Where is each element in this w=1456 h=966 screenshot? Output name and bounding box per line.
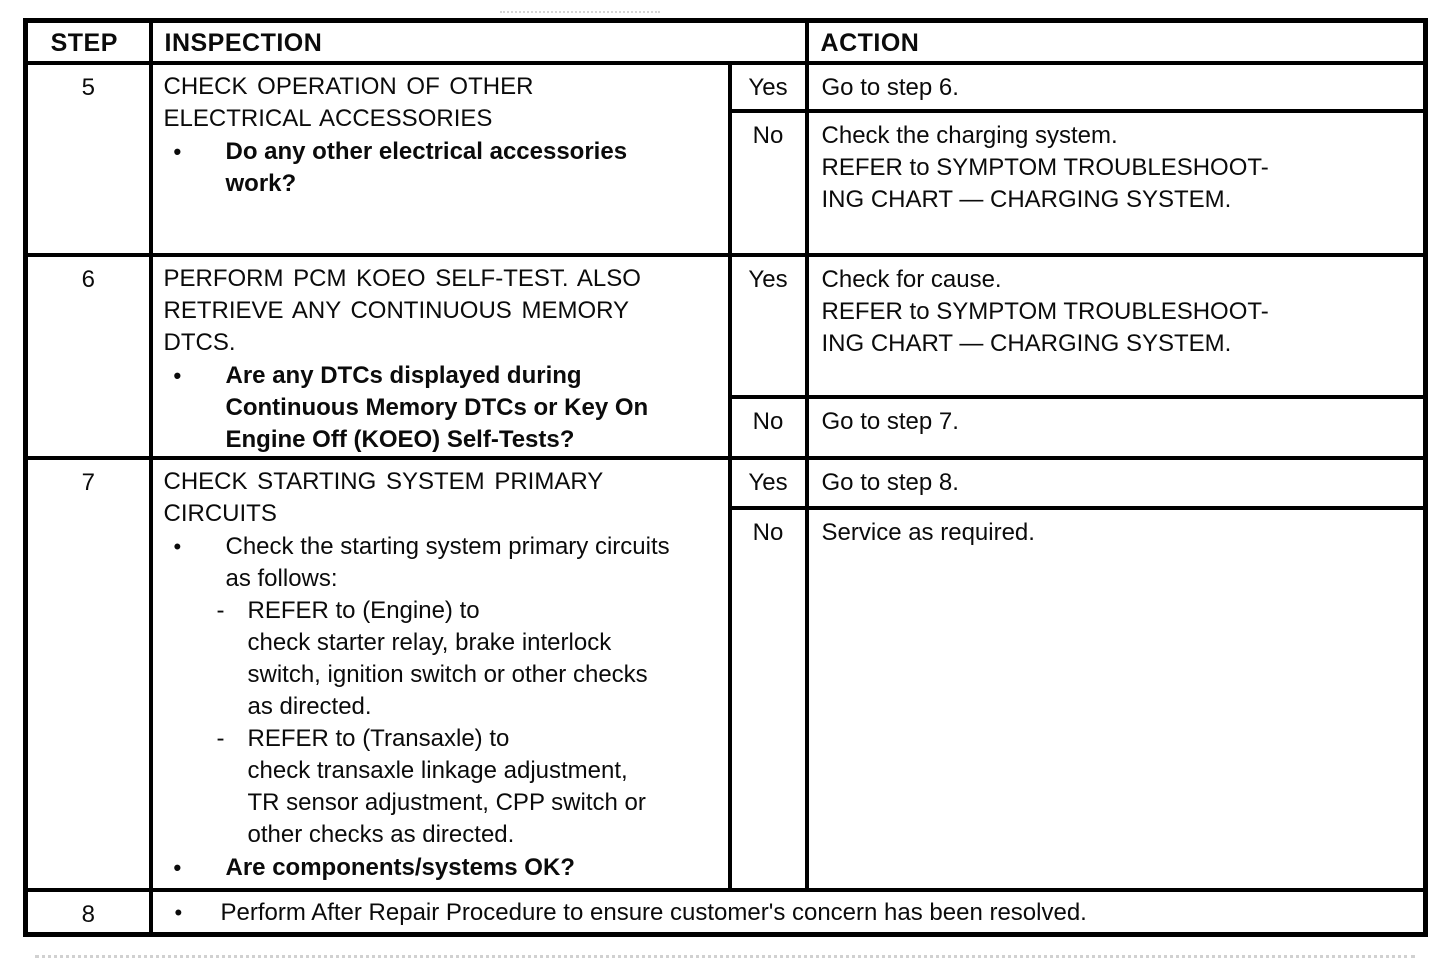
inspection-subitem-text: REFER to (Transaxle) to check transaxle …	[247, 724, 646, 848]
bullet-icon: •	[173, 854, 182, 880]
column-header-action: ACTION	[804, 18, 1428, 65]
scan-artifact	[500, 11, 660, 13]
final-instruction-text: Perform After Repair Procedure to ensure…	[220, 898, 1087, 926]
inspection-cell: CHECK OPERATION OF OTHER ELECTRICAL ACCE…	[148, 60, 732, 257]
diagnostic-table: STEP INSPECTION ACTION 5 CHECK OPERATION…	[23, 18, 1429, 937]
inspection-title: PERFORM PCM KOEO SELF-TEST. ALSO RETRIEV…	[163, 264, 641, 356]
inspection-title: CHECK OPERATION OF OTHER ELECTRICAL ACCE…	[163, 72, 534, 132]
final-instruction-row: • Perform After Repair Procedure to ensu…	[155, 897, 1422, 929]
step-number-cell: 5	[23, 60, 153, 257]
yes-label-cell: Yes	[727, 455, 809, 510]
table-row-step7-yes: 7 CHECK STARTING SYSTEM PRIMARY CIRCUITS…	[23, 455, 1428, 892]
no-label-cell: No	[727, 505, 809, 892]
table-row-step7-no: No Service as required.	[26, 505, 1428, 892]
table-row-step6-no: No Go to step 7.	[26, 394, 1428, 460]
action-cell-no: Service as required.	[804, 505, 1428, 892]
dash-icon: -	[216, 724, 225, 752]
column-header-inspection: INSPECTION	[148, 18, 809, 65]
no-label-cell: No	[727, 108, 809, 257]
no-label-cell: No	[727, 394, 809, 460]
inspection-question-row: • Are any DTCs displayed during Continuo…	[155, 360, 724, 454]
inspection-subitem-row: - REFER to (Transaxle) to check transaxl…	[155, 723, 724, 851]
inspection-question-text: Are components/systems OK?	[225, 853, 575, 881]
dash-icon: -	[216, 596, 225, 624]
table-row-step5-no: No Check the charging system. REFER to S…	[26, 108, 1428, 257]
scan-artifact	[35, 955, 1415, 958]
inspection-cell: CHECK STARTING SYSTEM PRIMARY CIRCUITS •…	[148, 455, 732, 892]
table-row-step6-yes: 6 PERFORM PCM KOEO SELF-TEST. ALSO RETRI…	[23, 252, 1428, 460]
inspection-question-text: Are any DTCs displayed during Continuous…	[225, 361, 649, 453]
inspection-procedure-text: Check the starting system primary circui…	[225, 532, 670, 592]
inspection-procedure-row: • Check the starting system primary circ…	[155, 531, 724, 595]
table-header-row: STEP INSPECTION ACTION	[23, 18, 1428, 65]
step-number-cell: 7	[23, 455, 153, 892]
inspection-title: CHECK STARTING SYSTEM PRIMARY CIRCUITS	[163, 467, 604, 527]
inspection-subitem-row: - REFER to (Engine) to check starter rel…	[155, 595, 724, 723]
bullet-icon: •	[174, 899, 183, 925]
table-row-step5-yes: 5 CHECK OPERATION OF OTHER ELECTRICAL AC…	[23, 60, 1428, 257]
inspection-question-row: • Are components/systems OK?	[155, 852, 724, 884]
column-header-step: STEP	[23, 18, 153, 65]
action-cell-yes: Go to step 8.	[804, 455, 1428, 510]
inspection-cell: PERFORM PCM KOEO SELF-TEST. ALSO RETRIEV…	[148, 252, 732, 460]
bullet-icon: •	[173, 138, 182, 164]
final-instruction-cell: • Perform After Repair Procedure to ensu…	[148, 887, 1428, 937]
bullet-icon: •	[173, 362, 182, 388]
yes-label-cell: Yes	[727, 252, 809, 399]
inspection-question-row: • Do any other electrical accessories wo…	[155, 136, 724, 200]
step-number-cell: 8	[23, 887, 153, 937]
step-number-cell: 6	[23, 252, 153, 460]
yes-label-cell: Yes	[727, 60, 809, 113]
action-cell-yes: Check for cause. REFER to SYMPTOM TROUBL…	[804, 252, 1428, 399]
action-cell-yes: Go to step 6.	[804, 60, 1428, 113]
table-row-step8: 8 • Perform After Repair Procedure to en…	[23, 887, 1428, 937]
action-cell-no: Go to step 7.	[804, 394, 1428, 460]
bullet-icon: •	[173, 533, 182, 559]
inspection-question-text: Do any other electrical accessories work…	[225, 137, 628, 197]
action-cell-no: Check the charging system. REFER to SYMP…	[804, 108, 1428, 257]
inspection-subitem-text: REFER to (Engine) to check starter relay…	[247, 596, 648, 720]
